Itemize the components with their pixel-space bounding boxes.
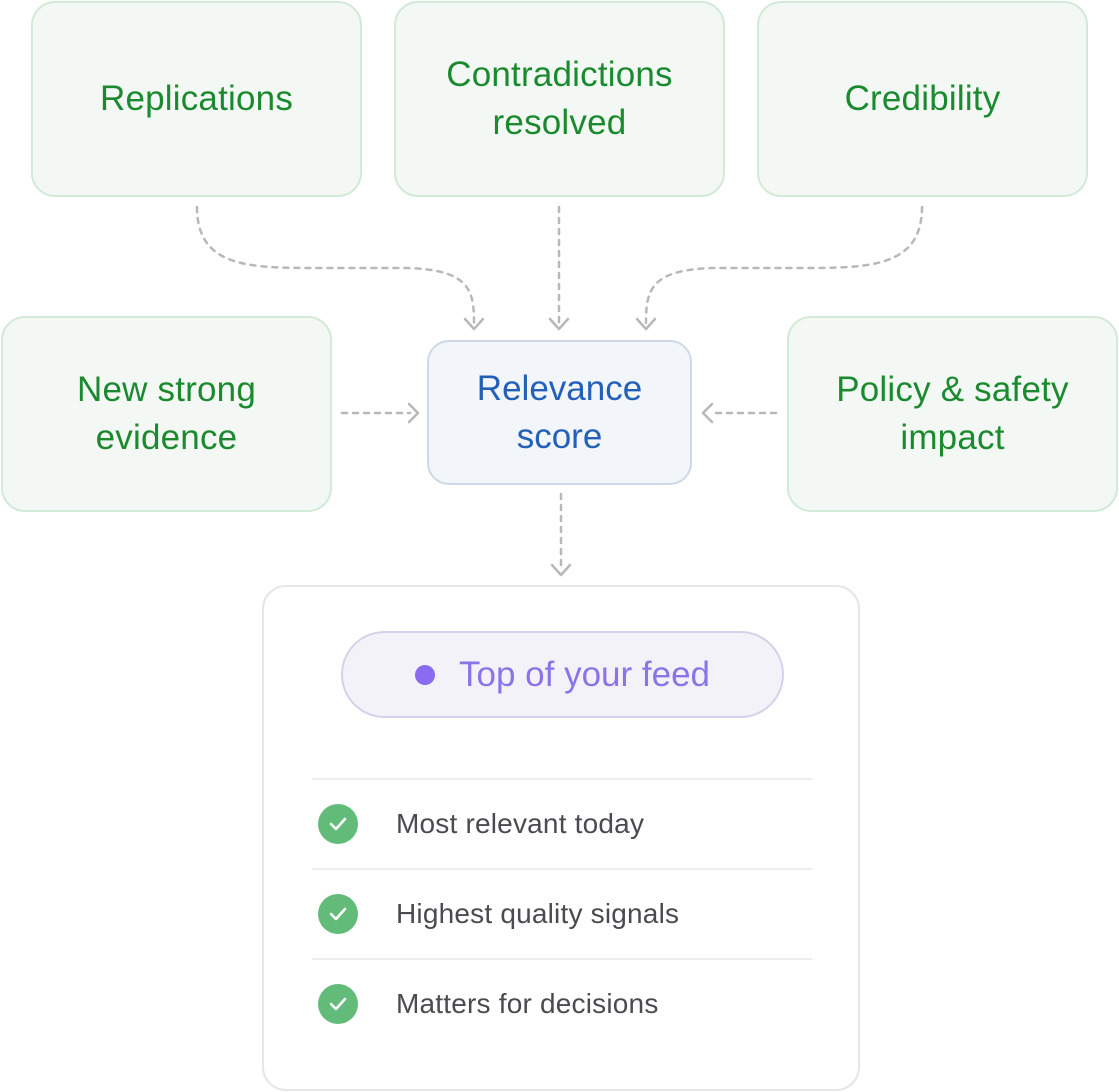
top-of-feed-pill: Top of your feed (341, 631, 784, 718)
arrow-head-icon (635, 317, 657, 331)
benefit-item: Most relevant today (312, 778, 812, 868)
benefit-label: Most relevant today (396, 808, 645, 839)
dot-icon (415, 664, 435, 685)
pill-label: Top of your feed (459, 654, 710, 694)
arrow-head-icon (407, 402, 420, 424)
check-circle-icon (318, 984, 358, 1024)
feed-result-card: Top of your feed Most relevant today Hig… (262, 585, 860, 1091)
connector-replications (195, 205, 476, 325)
benefit-item: Highest quality signals (312, 868, 812, 958)
check-circle-icon (318, 804, 358, 844)
relevance-score-node: Relevance score (427, 340, 692, 485)
relevance-score-label: Relevance score (476, 368, 643, 456)
signal-label: Policy & safety impact (836, 370, 1069, 457)
benefit-item: Matters for decisions (312, 958, 812, 1048)
signal-label: Credibility (844, 79, 1001, 118)
benefit-list: Most relevant today Highest quality sign… (312, 778, 812, 1048)
connector-credibility (644, 205, 924, 325)
benefit-label: Highest quality signals (396, 898, 680, 929)
signal-label: Replications (99, 79, 294, 118)
arrow-head-icon (548, 317, 570, 331)
signal-replications: Replications (31, 1, 362, 197)
check-circle-icon (318, 894, 358, 934)
signal-policy-safety-impact: Policy & safety impact (787, 316, 1118, 512)
signal-contradictions-resolved: Contradictions resolved (394, 1, 725, 197)
signal-label: Contradictions resolved (446, 55, 673, 142)
signal-credibility: Credibility (757, 1, 1088, 197)
arrow-head-icon (550, 563, 572, 577)
signal-label: New strong evidence (76, 370, 257, 457)
arrow-head-icon (463, 317, 485, 331)
arrow-head-icon (701, 402, 714, 424)
signal-new-strong-evidence: New strong evidence (1, 316, 332, 512)
benefit-label: Matters for decisions (396, 988, 659, 1019)
